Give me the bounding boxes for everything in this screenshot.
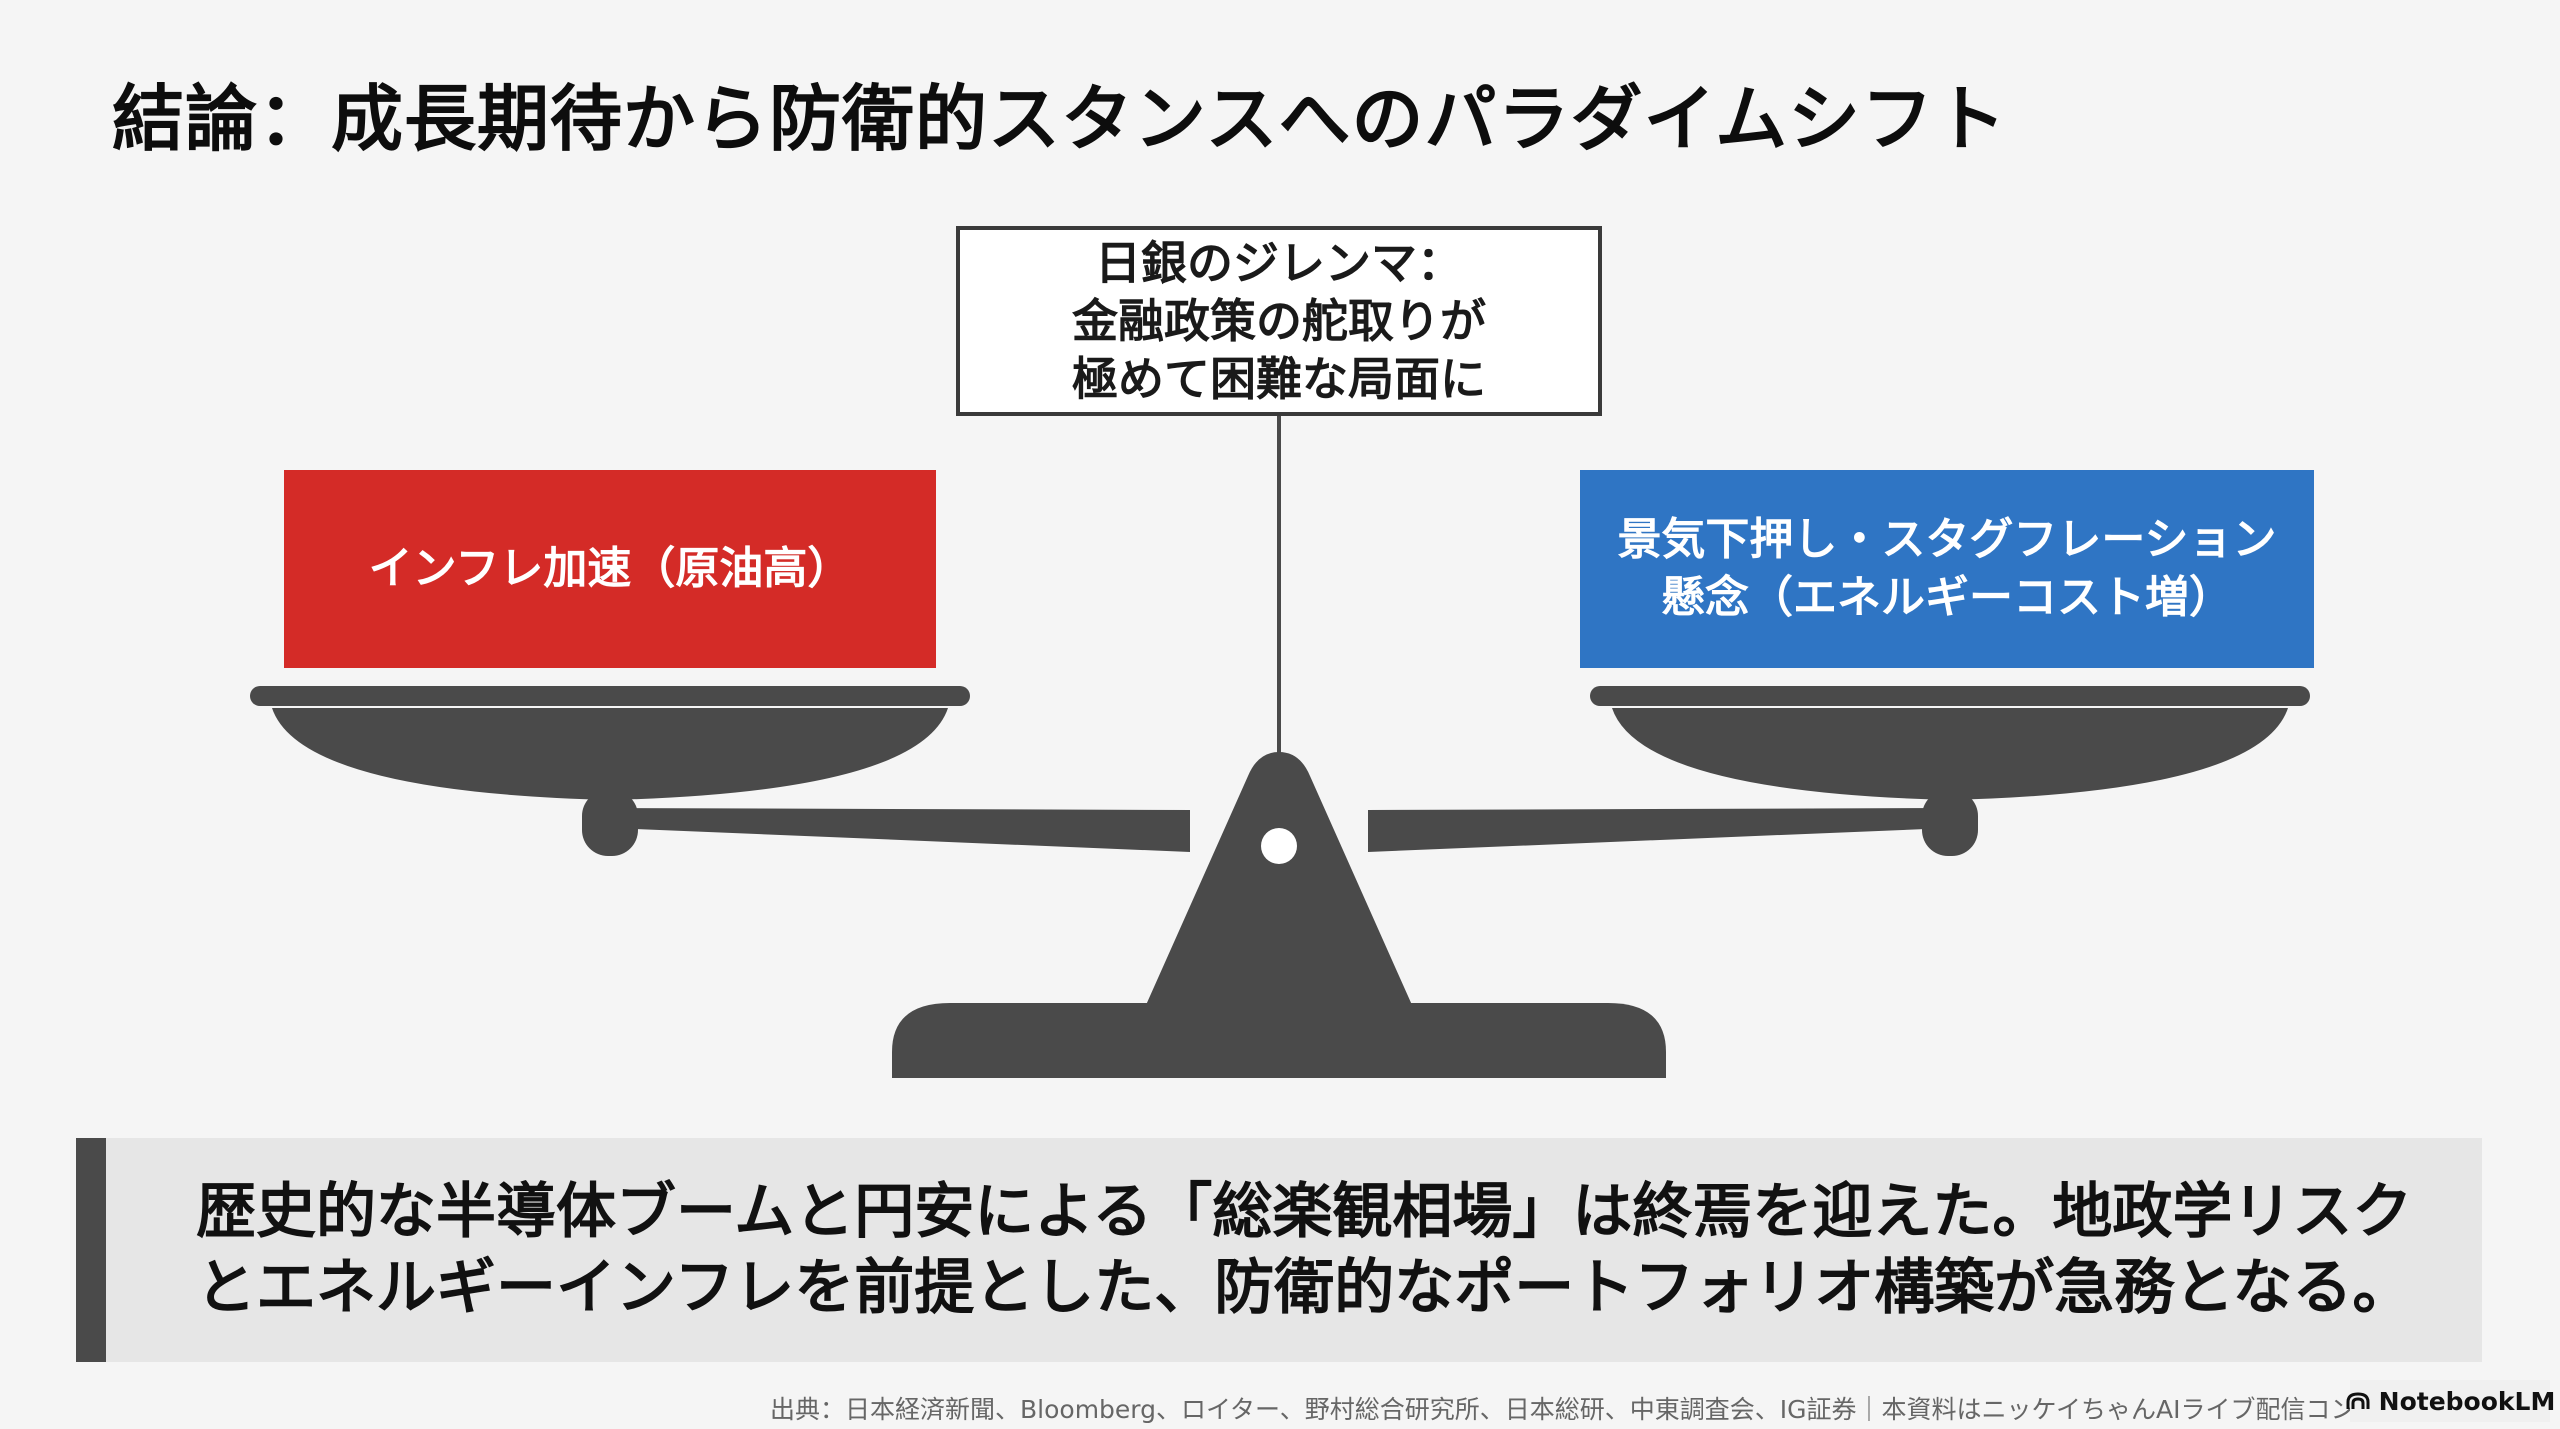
right-pan-bowl bbox=[1612, 708, 2288, 800]
boj-dilemma-line: 極めて困難な局面に bbox=[1072, 352, 1486, 406]
conclusion-line: 歴史的な半導体ブームと円安による「総楽観相場」は終焉を迎えた。地政学リスク bbox=[196, 1177, 2413, 1247]
boj-dilemma-line: 日銀のジレンマ： bbox=[1095, 236, 1463, 290]
right-arm bbox=[1368, 808, 1950, 852]
left-pan-bracket bbox=[582, 790, 638, 856]
right-pan-rim bbox=[1590, 686, 2310, 706]
left-pan-bowl bbox=[272, 708, 948, 800]
inflation-weight-label: インフレ加速（原油高） bbox=[368, 543, 852, 594]
notebooklm-badge[interactable]: NotebookLM bbox=[2346, 1380, 2555, 1422]
inflation-weight-box: インフレ加速（原油高） bbox=[284, 470, 936, 668]
left-arm bbox=[612, 808, 1190, 852]
boj-dilemma-line: 金融政策の舵取りが bbox=[1072, 294, 1486, 348]
notebooklm-label: NotebookLM bbox=[2378, 1386, 2556, 1416]
notebooklm-logo-icon bbox=[2345, 1391, 2371, 1411]
slide-title: 結論：成長期待から防衛的スタンスへのパラダイムシフト bbox=[112, 77, 2008, 161]
source-citation: 出典：日本経済新聞、Bloomberg、ロイター、野村総合研究所、日本総研、中東… bbox=[770, 1395, 2381, 1424]
conclusion-line: とエネルギーインフレを前提とした、防衛的なポートフォリオ構築が急務となる。 bbox=[196, 1253, 2413, 1323]
stagflation-weight-line: 懸念（エネルギーコスト増） bbox=[1661, 572, 2233, 623]
scale-base bbox=[892, 1003, 1666, 1078]
stagflation-weight-line: 景気下押し・スタグフレーション bbox=[1617, 514, 2277, 565]
boj-dilemma-box: 日銀のジレンマ： 金融政策の舵取りが 極めて困難な局面に bbox=[956, 226, 1602, 416]
left-pan-rim bbox=[250, 686, 970, 706]
conclusion-callout: 歴史的な半導体ブームと円安による「総楽観相場」は終焉を迎えた。地政学リスク とエ… bbox=[76, 1138, 2482, 1362]
fulcrum bbox=[1146, 752, 1412, 1005]
pivot-hole bbox=[1261, 828, 1297, 864]
stagflation-weight-box: 景気下押し・スタグフレーション 懸念（エネルギーコスト増） bbox=[1580, 470, 2314, 668]
right-pan-bracket bbox=[1922, 790, 1978, 856]
